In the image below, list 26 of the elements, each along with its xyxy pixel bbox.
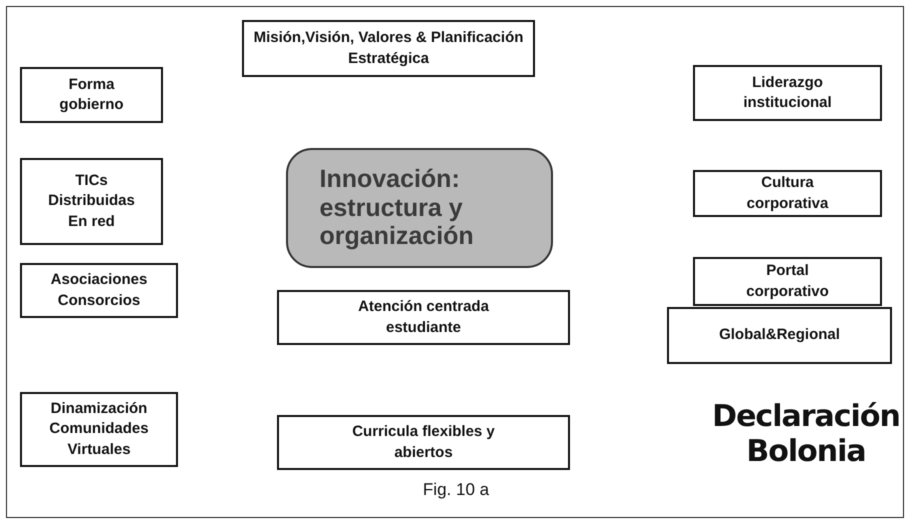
text-box	[20, 263, 178, 318]
figure-caption: Fig. 10 a	[422, 480, 490, 500]
text-box	[693, 257, 882, 306]
box-label: Atención centrada estudiante	[357, 297, 490, 338]
text-box	[693, 170, 882, 217]
text-box	[277, 290, 570, 345]
text-box	[242, 20, 535, 77]
box-label: Dinamización Comunidades Virtuales	[48, 399, 150, 460]
text-box	[693, 65, 882, 121]
box-label: Curricula flexibles y abiertos	[351, 422, 496, 462]
box-label: Asociaciones Consorcios	[50, 270, 148, 310]
box-label: Liderazgo institucional	[742, 72, 833, 113]
text-box	[20, 392, 178, 467]
rounded-box	[286, 148, 553, 268]
text-box	[667, 307, 892, 364]
box-label: Portal corporativo	[745, 261, 830, 302]
box-label: Forma gobierno	[58, 74, 125, 115]
central-title: Innovación: estructura y organización	[320, 164, 475, 252]
box-label: Global&Regional	[719, 325, 840, 346]
box-label: Cultura corporativa	[746, 173, 830, 214]
heading-text: Declaración Bolonia	[712, 400, 900, 469]
box-label: TICs Distribuidas En red	[47, 171, 136, 232]
box-label: Misión,Visión, Valores & Planificación Estratégica	[254, 28, 524, 68]
text-box	[277, 415, 570, 470]
text-box	[20, 158, 163, 245]
text-box	[20, 67, 163, 123]
